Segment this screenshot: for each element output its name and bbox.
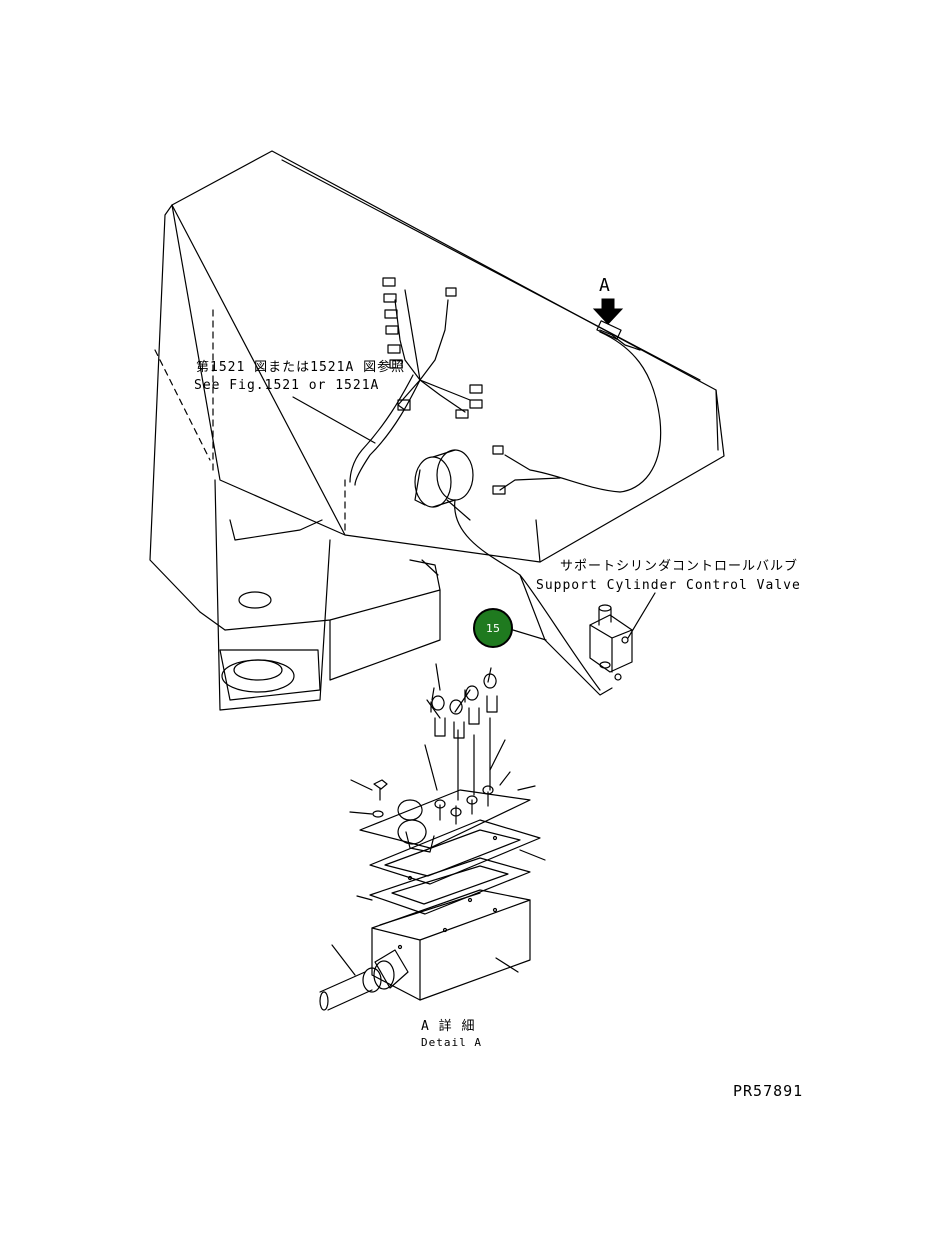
valve-label-en: Support Cylinder Control Valve bbox=[536, 578, 801, 593]
drawing-number: PR57891 bbox=[733, 1082, 803, 1100]
callout-leader bbox=[512, 629, 547, 641]
valve-label-jp: サポートシリンダコントロールバルブ bbox=[560, 558, 798, 574]
detail-label-jp: A 詳 細 bbox=[421, 1018, 475, 1034]
svg-text:A: A bbox=[599, 275, 611, 296]
see-fig-label-jp: 第1521 図または1521A 図参照 bbox=[196, 359, 405, 375]
section-arrow-a: A bbox=[592, 275, 624, 325]
callout-number: 15 bbox=[486, 622, 500, 635]
detail-label-en: Detail A bbox=[421, 1036, 482, 1049]
wiring-harness bbox=[349, 277, 662, 696]
control-valve bbox=[589, 604, 633, 681]
see-fig-label-en: See Fig.1521 or 1521A bbox=[194, 378, 379, 393]
callout-15[interactable]: 15 bbox=[473, 608, 513, 648]
valve-leader bbox=[627, 592, 656, 639]
see-fig-leader bbox=[292, 396, 376, 444]
detail-a-assembly bbox=[319, 663, 546, 1011]
machine-frame bbox=[149, 150, 725, 711]
